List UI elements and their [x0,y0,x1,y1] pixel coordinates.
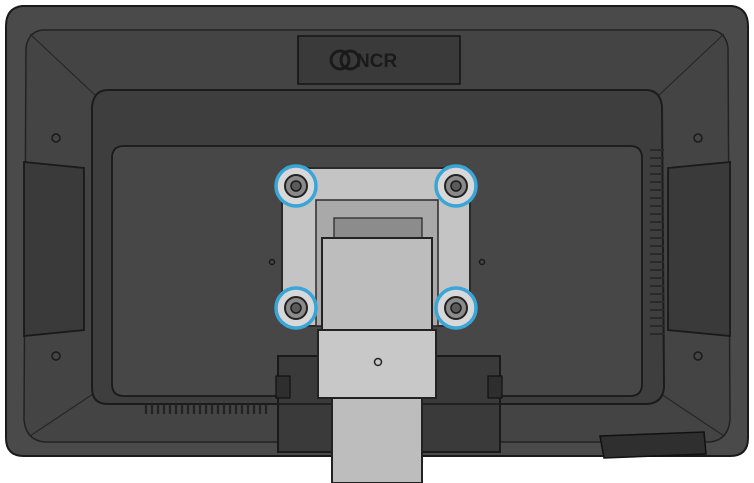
hinge-screw-hole [373,357,383,367]
screw-socket [450,302,462,314]
logo-tab [297,35,461,85]
stand-column-lower [331,397,423,483]
vesa-screw-icon [274,164,318,208]
stand-hinge-block [317,329,437,399]
right-side-handle [667,161,731,337]
vesa-screw-icon [274,286,318,330]
corner-chamfer-lines [29,33,725,437]
right-foot [599,431,707,459]
ncr-logo-text: NCR [356,51,397,72]
ncr-logo-icon [329,49,361,71]
vesa-screw-icon [434,286,478,330]
left-side-handle [23,161,85,337]
screw-socket [450,180,462,192]
connector-clip-left [275,375,291,399]
bracket-slot [333,217,423,239]
screw-socket [290,180,302,192]
vesa-screws [274,164,478,330]
stand-column-upper [321,237,433,333]
connector-clip-right [487,375,503,399]
bottom-vent-slots [144,404,268,414]
vesa-screw-icon [434,164,478,208]
housing-holes [51,133,703,361]
screw-socket [290,302,302,314]
right-vent-slots [650,149,664,335]
